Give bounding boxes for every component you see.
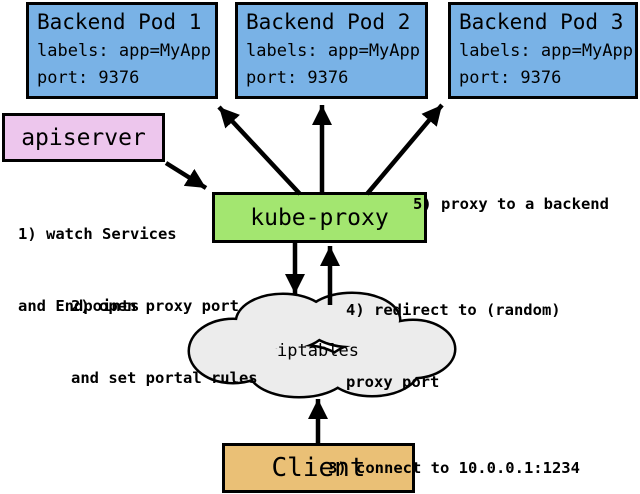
- annotation-step-4-line-1: 4) redirect to (random): [346, 301, 561, 319]
- backend-pod-1-labels: labels: app=MyApp: [37, 41, 211, 61]
- backend-pod-2-box: Backend Pod 2 labels: app=MyApp port: 93…: [235, 2, 428, 99]
- backend-pod-3-box: Backend Pod 3 labels: app=MyApp port: 93…: [448, 2, 638, 99]
- backend-pod-1-box: Backend Pod 1 labels: app=MyApp port: 93…: [26, 2, 218, 99]
- kube-proxy-label: kube-proxy: [250, 204, 389, 231]
- apiserver-label: apiserver: [21, 124, 146, 151]
- annotation-step-3-line-1: 3) connect to 10.0.0.1:1234: [328, 459, 580, 477]
- annotation-step-2: 2) open proxy port and set portal rules: [71, 246, 258, 438]
- backend-pod-2-labels: labels: app=MyApp: [246, 41, 420, 61]
- annotation-step-5-line-1: 5) proxy to a backend: [413, 195, 609, 213]
- kube-proxy-box: kube-proxy: [212, 192, 427, 243]
- backend-pod-1-title: Backend Pod 1: [37, 10, 202, 34]
- annotation-step-4: 4) redirect to (random) proxy port: [346, 250, 561, 442]
- annotation-step-1-line-2: and Endpoints: [18, 297, 140, 315]
- backend-pod-3-title: Backend Pod 3: [459, 10, 624, 34]
- annotation-step-3: 3) connect to 10.0.0.1:1234: [328, 408, 580, 494]
- backend-pod-2-title: Backend Pod 2: [246, 10, 411, 34]
- apiserver-box: apiserver: [2, 113, 165, 162]
- annotation-step-4-line-2: proxy port: [346, 373, 440, 391]
- client-box: Client: [222, 443, 415, 493]
- client-label: Client: [271, 453, 366, 483]
- arrow-kube-proxy-to-pod-1: [217, 105, 302, 196]
- annotation-step-2-line-1: 2) open proxy port: [71, 297, 239, 315]
- backend-pod-3-port: port: 9376: [459, 68, 562, 88]
- backend-pod-3-labels: labels: app=MyApp: [459, 41, 633, 61]
- annotation-step-1: 1) watch Services and Endpoints: [18, 174, 177, 366]
- annotation-step-5: 5) proxy to a backend: [413, 144, 609, 264]
- annotation-step-2-line-2: and set portal rules: [71, 369, 258, 387]
- annotation-step-1-line-1: 1) watch Services: [18, 225, 177, 243]
- backend-pod-1-port: port: 9376: [37, 68, 140, 88]
- backend-pod-2-port: port: 9376: [246, 68, 349, 88]
